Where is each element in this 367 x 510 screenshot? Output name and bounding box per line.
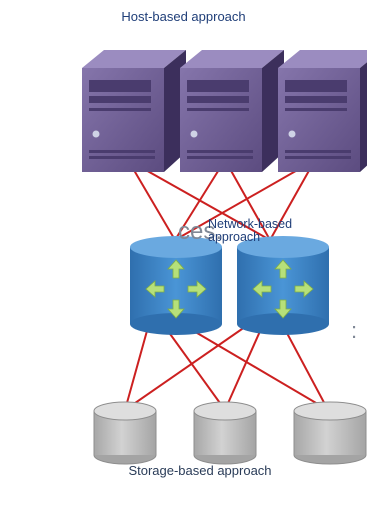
link-line xyxy=(269,159,316,241)
link-line xyxy=(127,159,176,241)
link-line xyxy=(224,159,271,241)
link-line xyxy=(279,319,329,411)
router-icon xyxy=(130,236,222,335)
link-line xyxy=(174,159,316,241)
link-line xyxy=(174,159,226,241)
host-to-network-links xyxy=(127,159,316,241)
host-based-label: Host-based approach xyxy=(121,9,246,24)
link-line xyxy=(124,319,151,411)
router-icon xyxy=(237,236,329,335)
background-text-fragment: ces. xyxy=(178,218,223,245)
server-icon xyxy=(180,50,284,172)
storage-disk-icon xyxy=(293,401,367,465)
server-icon xyxy=(278,50,367,172)
link-line xyxy=(224,319,266,411)
network-based-label: Network-based approach xyxy=(208,217,293,244)
storage-based-label: Storage-based approach xyxy=(128,463,272,478)
link-line xyxy=(124,319,256,411)
storage-disk-icon xyxy=(193,401,257,465)
server-icon xyxy=(82,50,186,172)
link-line xyxy=(174,319,329,411)
link-line xyxy=(159,319,226,411)
network-to-storage-links xyxy=(124,319,329,411)
storage-disk-icon xyxy=(93,401,157,465)
background-text-fragment: : xyxy=(351,318,358,343)
